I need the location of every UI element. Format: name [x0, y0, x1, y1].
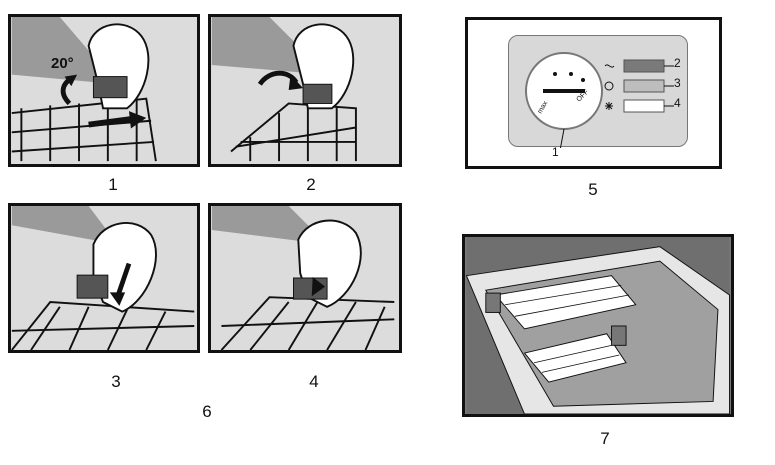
callout-1: 1	[552, 145, 559, 159]
figure-panel-3	[8, 203, 200, 353]
angle-label: 20°	[51, 55, 74, 72]
callout-4: 4	[674, 96, 681, 110]
snowflake-icon	[605, 102, 613, 110]
figure-panel-1: 20°	[8, 14, 200, 167]
panel-3-number: 3	[111, 372, 121, 391]
callout-3: 3	[674, 76, 681, 90]
panel-1-number: 1	[108, 175, 118, 194]
callout-2: 2	[674, 56, 681, 70]
freezer-interior-illustration	[465, 237, 731, 414]
indicator-light-2	[623, 59, 665, 73]
basket-handle-lock-illustration	[211, 206, 395, 350]
freeze-icon	[604, 64, 615, 68]
freezer-baskets-figure	[462, 234, 734, 417]
basket-handle-pull-illustration	[11, 206, 195, 350]
control-panel-figure: max OFF 1 2 3 4	[465, 17, 722, 169]
indicator-light-4	[623, 99, 665, 113]
control-panel-face: max OFF	[508, 35, 688, 148]
figure-6-number: 6	[202, 402, 212, 421]
thermostat-dial: max OFF	[525, 52, 674, 148]
figure-panel-2	[208, 14, 402, 167]
basket-handle-fold-illustration	[211, 17, 357, 162]
panel-4-number: 4	[309, 372, 319, 391]
panel-5-number: 5	[588, 180, 598, 199]
panel-2-number: 2	[306, 175, 316, 194]
basket-handle-rotate-illustration	[11, 17, 157, 162]
figure-panel-4	[208, 203, 402, 353]
panel-7-number: 7	[600, 429, 610, 448]
temperature-icon	[604, 81, 614, 91]
indicator-light-3	[623, 79, 665, 93]
